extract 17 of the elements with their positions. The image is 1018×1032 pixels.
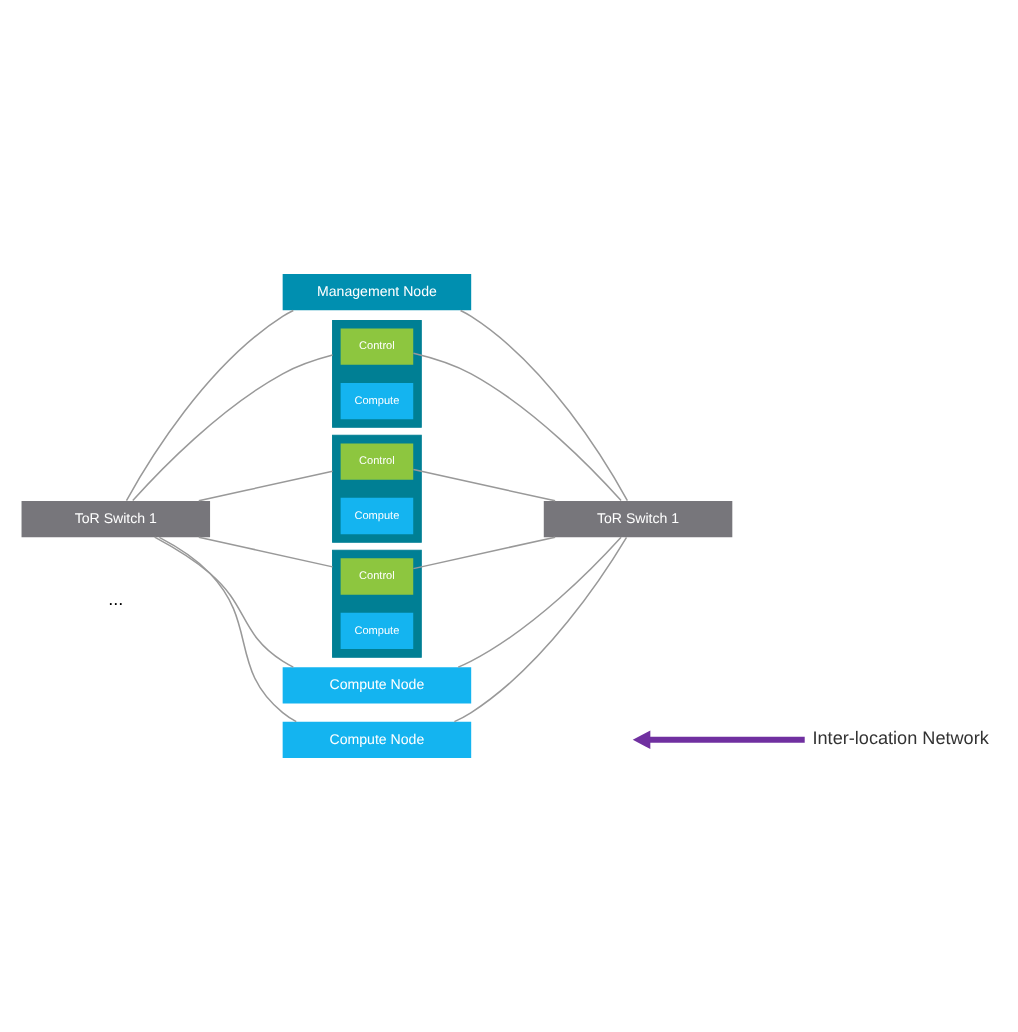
connector <box>412 536 556 570</box>
cluster <box>332 549 422 658</box>
connector <box>412 352 622 502</box>
connector <box>457 536 622 668</box>
label: ... <box>108 589 124 610</box>
connector <box>453 536 628 723</box>
cluster <box>332 319 422 428</box>
connector <box>412 468 556 502</box>
connector <box>125 309 295 502</box>
connector <box>132 354 334 502</box>
connector <box>153 536 295 668</box>
cluster <box>332 434 422 543</box>
connector <box>198 536 334 568</box>
connector <box>198 470 334 502</box>
connector <box>459 309 629 502</box>
connector <box>158 536 297 723</box>
node-text: Inter-location Network <box>812 728 989 749</box>
